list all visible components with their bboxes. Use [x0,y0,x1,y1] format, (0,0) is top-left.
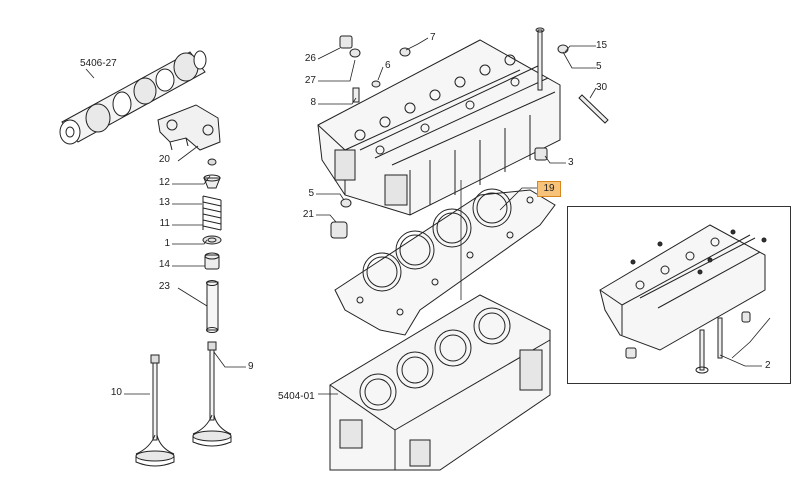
callout-6: 6 [385,60,391,71]
callout-20: 20 [158,154,170,165]
camshaft-drawing [59,50,207,145]
callout-14: 14 [158,259,170,270]
leader-lines [85,37,771,395]
head-gasket-drawing [334,188,556,336]
head-fasteners-drawing [330,27,609,239]
callout-5-top: 5 [596,61,602,72]
callout-26: 26 [304,53,316,64]
callout-21: 21 [302,209,314,220]
callout-19-highlighted[interactable]: 19 [537,181,561,197]
callout-12: 12 [158,177,170,188]
inset-head-drawing [599,224,767,374]
callout-1: 1 [164,238,170,249]
callout-15: 15 [596,40,608,51]
detail-inset-frame [567,206,791,384]
callout-27: 27 [304,75,316,86]
callout-30: 30 [596,82,608,93]
callout-8: 8 [310,97,316,108]
callout-7: 7 [430,32,436,43]
callout-9: 9 [248,361,254,372]
engine-block-drawing [329,294,551,471]
cylinder-head-drawing [317,39,561,216]
callout-10: 10 [110,387,122,398]
rocker-arm-drawing [157,104,221,151]
callout-11: 11 [159,218,170,229]
valve-train-drawing [202,158,222,333]
callout-23: 23 [158,281,170,292]
valves-drawing [135,341,232,467]
callout-3: 3 [568,157,574,168]
callout-2: 2 [765,360,771,371]
camshaft-ref-label: 5406-27 [80,58,117,69]
block-ref-label: 5404-01 [278,391,315,402]
callout-13: 13 [158,197,170,208]
callout-5-left: 5 [308,188,314,199]
